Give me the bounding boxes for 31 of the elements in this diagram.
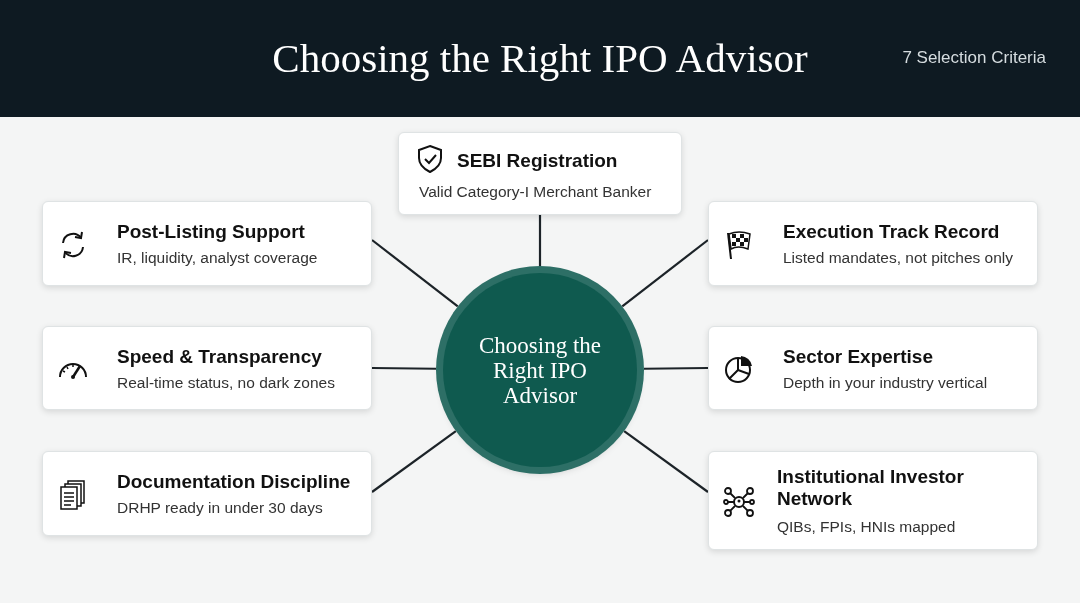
card-description: IR, liquidity, analyst coverage xyxy=(117,249,318,267)
card-heading: Sector Expertise xyxy=(783,346,933,368)
criterion-card xyxy=(708,201,1038,286)
connector-line xyxy=(621,239,709,308)
title: Choosing the Right IPO Advisor xyxy=(271,34,809,83)
criterion-card xyxy=(398,132,682,215)
connector-line xyxy=(371,239,459,308)
card-heading: Execution Track Record xyxy=(783,221,1000,243)
hub-label: Choosing the Right IPO Advisor xyxy=(478,332,602,408)
card-description: QIBs, FPIs, HNIs mapped xyxy=(777,518,956,536)
connector-line xyxy=(623,430,709,493)
card-description: DRHP ready in under 30 days xyxy=(117,499,323,517)
card-description: Depth in your industry vertical xyxy=(783,374,988,392)
card-heading: Post-Listing Support xyxy=(117,221,305,243)
connector-line xyxy=(538,215,542,266)
criterion-card xyxy=(708,326,1038,410)
subtitle: 7 Selection Criteria xyxy=(902,48,1046,68)
card-description: Valid Category-I Merchant Banker xyxy=(419,183,652,201)
criterion-card xyxy=(42,326,372,410)
connector-line xyxy=(643,366,708,370)
card-heading: SEBI Registration xyxy=(457,150,618,172)
card-heading: Speed & Transparency xyxy=(117,346,322,368)
card-heading: Documentation Discipline xyxy=(117,471,351,493)
card-description: Listed mandates, not pitches only xyxy=(783,249,1014,267)
card-heading: Institutional Investor Network xyxy=(777,466,965,510)
connector-line xyxy=(372,366,437,370)
criterion-card xyxy=(42,451,372,536)
card-description: Real-time status, no dark zones xyxy=(117,374,335,392)
connector-line xyxy=(371,430,457,493)
criterion-card xyxy=(42,201,372,286)
criterion-card xyxy=(708,451,1038,550)
